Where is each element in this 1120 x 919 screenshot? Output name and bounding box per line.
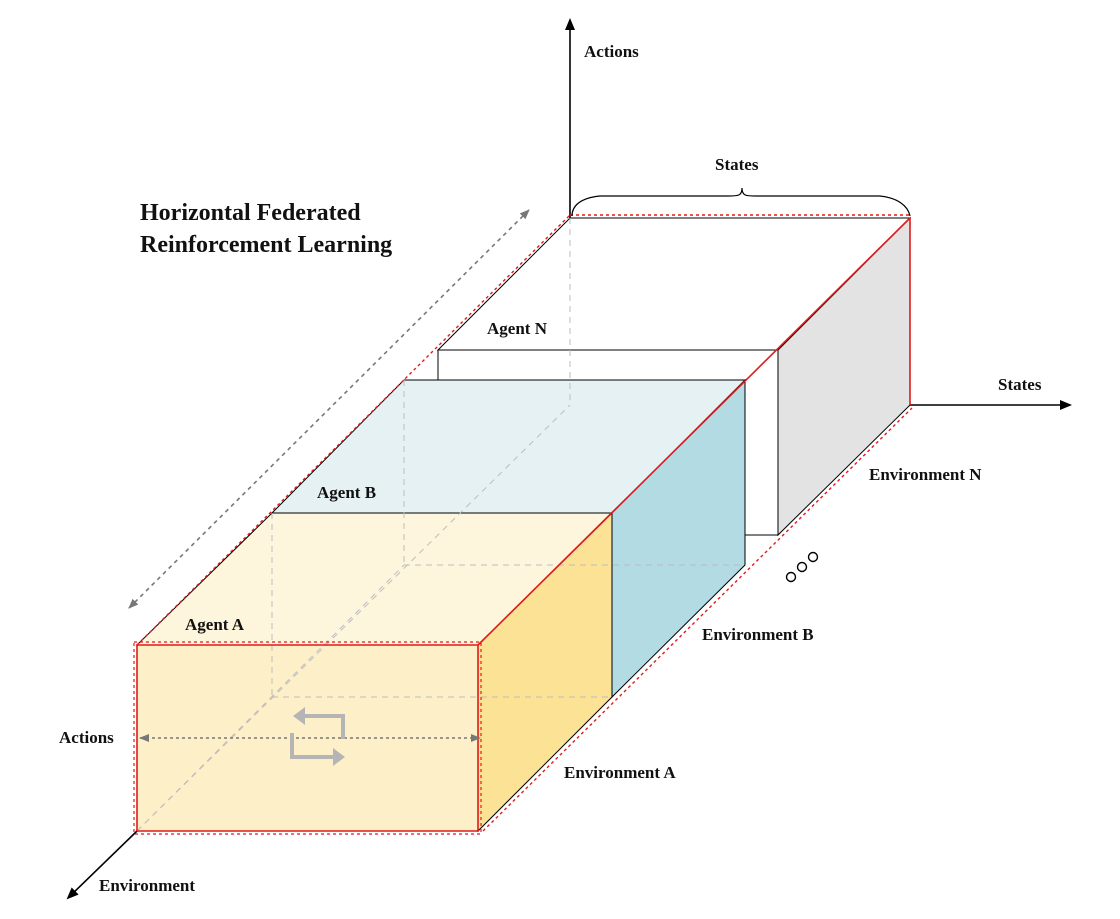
swap-arrows-icon	[290, 707, 345, 766]
environment-n-label: Environment N	[869, 465, 982, 484]
axis-label-actions-top: Actions	[584, 42, 639, 61]
three-circles-ellipsis-icon	[785, 551, 819, 583]
environment-a-label: Environment A	[564, 763, 676, 782]
diagram-title-line1: Horizontal Federated	[140, 200, 361, 226]
agent-a-slab	[135, 511, 614, 833]
states-brace	[571, 187, 911, 217]
axis-label-states-right: States	[998, 375, 1042, 394]
federation-outline	[133, 214, 913, 835]
agent-n-label: Agent N	[487, 319, 548, 338]
environment-axis	[66, 830, 138, 900]
agent-b-label: Agent B	[317, 483, 376, 502]
agents-dimension-arrow	[128, 209, 530, 609]
axis-label-states-brace: States	[715, 155, 759, 174]
axis-label-environment: Environment	[99, 876, 195, 895]
diagram-title-line2: Reinforcement Learning	[140, 232, 392, 258]
axis-label-actions-left: Actions	[59, 728, 114, 747]
agent-a-label: Agent A	[185, 615, 245, 634]
environment-b-label: Environment B	[702, 625, 814, 644]
